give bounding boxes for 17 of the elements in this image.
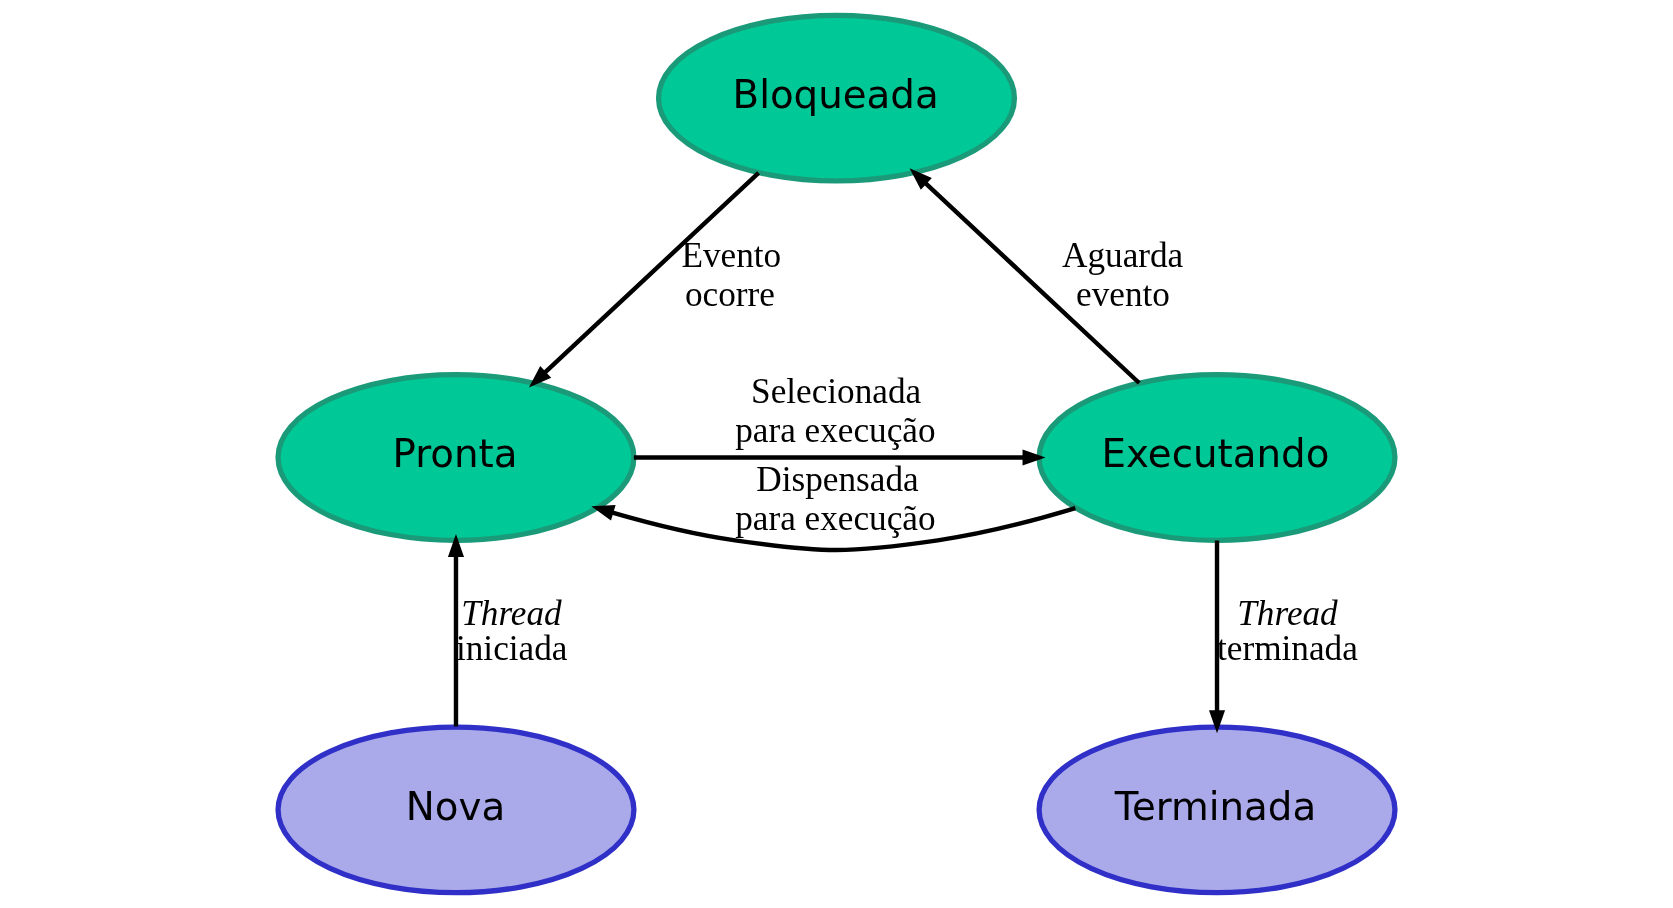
edge-label: Thread terminada [1217,593,1358,669]
arrow [528,171,761,388]
arrow [1209,540,1226,734]
edge-label: Thread iniciada [455,593,568,669]
node-ellipse: Terminada [1036,724,1398,896]
node-ellipse: Pronta [275,372,637,543]
arrow [591,505,1076,553]
edge-label: Dispensada para execução [735,460,936,538]
edge-label: Selecionada para execução [735,371,936,450]
node-ellipse: Bloqueada [655,12,1018,184]
edge-label: Aguarda evento [1062,236,1184,315]
arrow [447,533,464,727]
node-ellipse: Nova [275,724,637,896]
arrow [909,168,1141,385]
edge-label: Evento ocorre [681,236,782,315]
node-ellipse: Executando [1036,372,1398,543]
arrow [633,449,1046,466]
